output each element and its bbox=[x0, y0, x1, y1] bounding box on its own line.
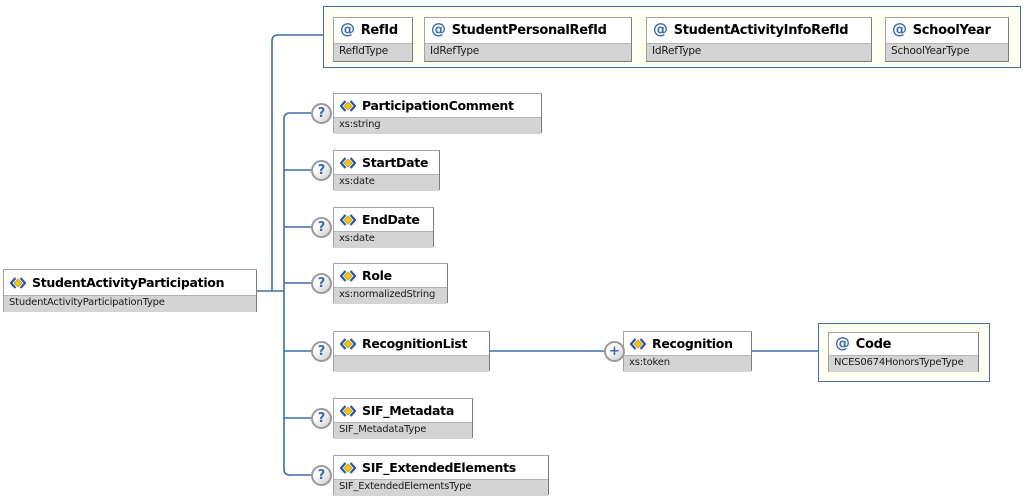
attribute-icon: @ bbox=[431, 20, 446, 38]
node-type: xs:token bbox=[624, 355, 751, 372]
node-recognition-list[interactable]: RecognitionList bbox=[333, 331, 490, 372]
node-type: StudentActivityParticipationType bbox=[4, 295, 256, 312]
node-recognition[interactable]: Recognition xs:token bbox=[623, 331, 752, 372]
attr-type: SchoolYearType bbox=[886, 43, 1008, 61]
optional-indicator: ? bbox=[311, 216, 332, 238]
element-icon bbox=[10, 276, 26, 289]
node-type: xs:normalizedString bbox=[334, 287, 447, 304]
element-icon bbox=[340, 156, 356, 169]
node-title: RecognitionList bbox=[362, 336, 468, 351]
attr-type: IdRefType bbox=[425, 43, 631, 61]
recognition-attribute-group: @ Code NCES0674HonorsTypeType bbox=[818, 323, 990, 382]
optional-indicator: ? bbox=[311, 102, 332, 124]
optional-indicator: ? bbox=[311, 464, 332, 486]
element-icon bbox=[340, 213, 356, 226]
node-participation-comment[interactable]: ParticipationComment xs:string bbox=[333, 93, 542, 134]
optional-indicator: ? bbox=[311, 340, 332, 362]
optional-indicator: ? bbox=[311, 159, 332, 181]
optional-indicator: ? bbox=[311, 407, 332, 429]
element-icon bbox=[340, 337, 356, 350]
node-sif-metadata[interactable]: SIF_Metadata SIF_MetadataType bbox=[333, 398, 473, 439]
node-title: EndDate bbox=[362, 212, 420, 227]
node-type: xs:date bbox=[334, 231, 433, 248]
node-title: Recognition bbox=[652, 336, 733, 351]
attribute-group: @ RefId RefIdType @ StudentPersonalRefId I… bbox=[323, 6, 1021, 68]
attr-title: StudentPersonalRefId bbox=[451, 23, 607, 38]
attribute-icon: @ bbox=[653, 20, 668, 38]
attr-node-refid[interactable]: @ RefId RefIdType bbox=[333, 17, 413, 62]
node-type: SIF_MetadataType bbox=[334, 422, 472, 439]
node-title: StartDate bbox=[362, 155, 429, 170]
node-type: SIF_ExtendedElementsType bbox=[334, 479, 548, 496]
node-title: ParticipationComment bbox=[362, 98, 514, 113]
attr-title: SchoolYear bbox=[912, 23, 991, 38]
node-type bbox=[334, 355, 489, 372]
node-type: xs:string bbox=[334, 117, 541, 134]
node-title: SIF_Metadata bbox=[362, 403, 454, 418]
element-icon bbox=[340, 461, 356, 474]
node-title: SIF_ExtendedElements bbox=[362, 460, 516, 475]
attr-type: IdRefType bbox=[647, 43, 871, 61]
node-start-date[interactable]: StartDate xs:date bbox=[333, 150, 440, 191]
attr-node-student-activity-info-refid[interactable]: @ StudentActivityInfoRefId IdRefType bbox=[646, 17, 872, 62]
attr-title: Code bbox=[855, 336, 892, 352]
optional-indicator: ? bbox=[311, 272, 332, 294]
repeat-indicator: + bbox=[604, 340, 625, 362]
node-sif-extended-elements[interactable]: SIF_ExtendedElements SIF_ExtendedElement… bbox=[333, 455, 549, 496]
attr-title: StudentActivityInfoRefId bbox=[673, 23, 849, 38]
element-icon bbox=[340, 99, 356, 112]
node-role[interactable]: Role xs:normalizedString bbox=[333, 263, 448, 304]
attr-type: NCES0674HonorsTypeType bbox=[829, 355, 978, 372]
node-student-activity-participation[interactable]: StudentActivityParticipation StudentActi… bbox=[3, 269, 257, 312]
node-title: Role bbox=[362, 268, 392, 283]
attribute-icon: @ bbox=[835, 333, 850, 352]
element-icon bbox=[630, 337, 646, 350]
element-icon bbox=[340, 404, 356, 417]
attr-node-student-personal-refid[interactable]: @ StudentPersonalRefId IdRefType bbox=[424, 17, 632, 62]
node-title: StudentActivityParticipation bbox=[32, 275, 225, 290]
attribute-icon: @ bbox=[892, 20, 907, 38]
attr-title: RefId bbox=[360, 23, 398, 38]
attr-node-code[interactable]: @ Code NCES0674HonorsTypeType bbox=[828, 332, 979, 372]
attribute-icon: @ bbox=[340, 20, 355, 38]
attr-type: RefIdType bbox=[334, 43, 412, 61]
element-icon bbox=[340, 269, 356, 282]
node-type: xs:date bbox=[334, 174, 439, 191]
node-end-date[interactable]: EndDate xs:date bbox=[333, 207, 434, 248]
attr-node-school-year[interactable]: @ SchoolYear SchoolYearType bbox=[885, 17, 1009, 62]
